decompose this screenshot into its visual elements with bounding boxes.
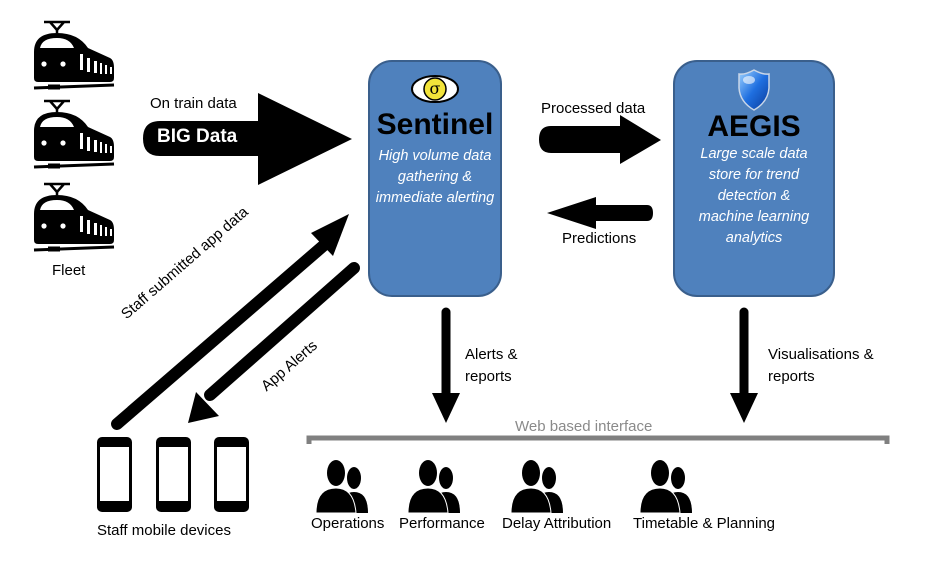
aegis-box: AEGIS Large scale data store for trend d… [673,60,835,297]
alerts-reports-line: Alerts & [465,346,518,363]
web-interface-bracket [306,435,890,444]
big-data-label: BIG Data [157,126,238,147]
processed-data-arrow [539,115,661,164]
visualisations-line: reports [768,368,815,385]
predictions-arrow [547,197,653,229]
predictions-label: Predictions [562,230,637,247]
user-group-performance: Performance [399,515,485,532]
aegis-desc-line: Large scale data [700,146,808,162]
visualisations-arrow-head [730,393,758,423]
user-group-delay-attribution: Delay Attribution [502,515,612,532]
sentinel-box: σ Sentinel High volume data gathering & … [368,60,502,297]
train-icon [34,22,114,88]
sentinel-desc-line: immediate alerting [375,190,495,206]
aegis-desc-line: detection & [717,188,791,204]
phone-icon [156,437,191,512]
shield-icon [737,68,771,112]
people-icon [510,459,564,514]
staff-submitted-arrow-shaft [111,234,336,430]
people-icon [315,459,369,514]
app-alerts-arrow-head [188,392,219,423]
sentinel-title: Sentinel [376,108,494,141]
alerts-reports-line: reports [465,368,512,385]
processed-data-label: Processed data [541,100,646,117]
phone-icon [214,437,249,512]
phone-icon [97,437,132,512]
user-group-operations: Operations [311,515,385,532]
alerts-reports-label: Alerts & reports [465,344,518,388]
visualisations-line: Visualisations & [768,346,874,363]
sentinel-eye-icon: σ [410,74,460,104]
aegis-desc-line: machine learning [698,209,810,225]
mobile-devices-label: Staff mobile devices [97,522,231,539]
aegis-title: AEGIS [707,110,801,143]
train-icon [34,101,114,167]
web-interface-label: Web based interface [515,418,653,435]
people-icon [407,459,461,514]
big-data-arrow [143,93,352,185]
on-train-data-label: On train data [150,95,237,112]
app-alerts-arrow-shaft [204,262,360,401]
fleet-label: Fleet [52,262,86,279]
aegis-desc-line: analytics [725,230,783,246]
aegis-desc-line: store for trend [708,167,800,183]
user-group-timetable-planning: Timetable & Planning [633,515,776,532]
visualisations-label: Visualisations & reports [768,344,874,388]
sentinel-desc-line: gathering & [397,169,473,185]
sentinel-sigma: σ [429,79,441,98]
alerts-reports-arrow-head [432,393,460,423]
train-icon [34,184,114,250]
staff-submitted-arrow-head [311,214,349,256]
sentinel-desc-line: High volume data [378,148,492,164]
people-icon [639,459,693,514]
